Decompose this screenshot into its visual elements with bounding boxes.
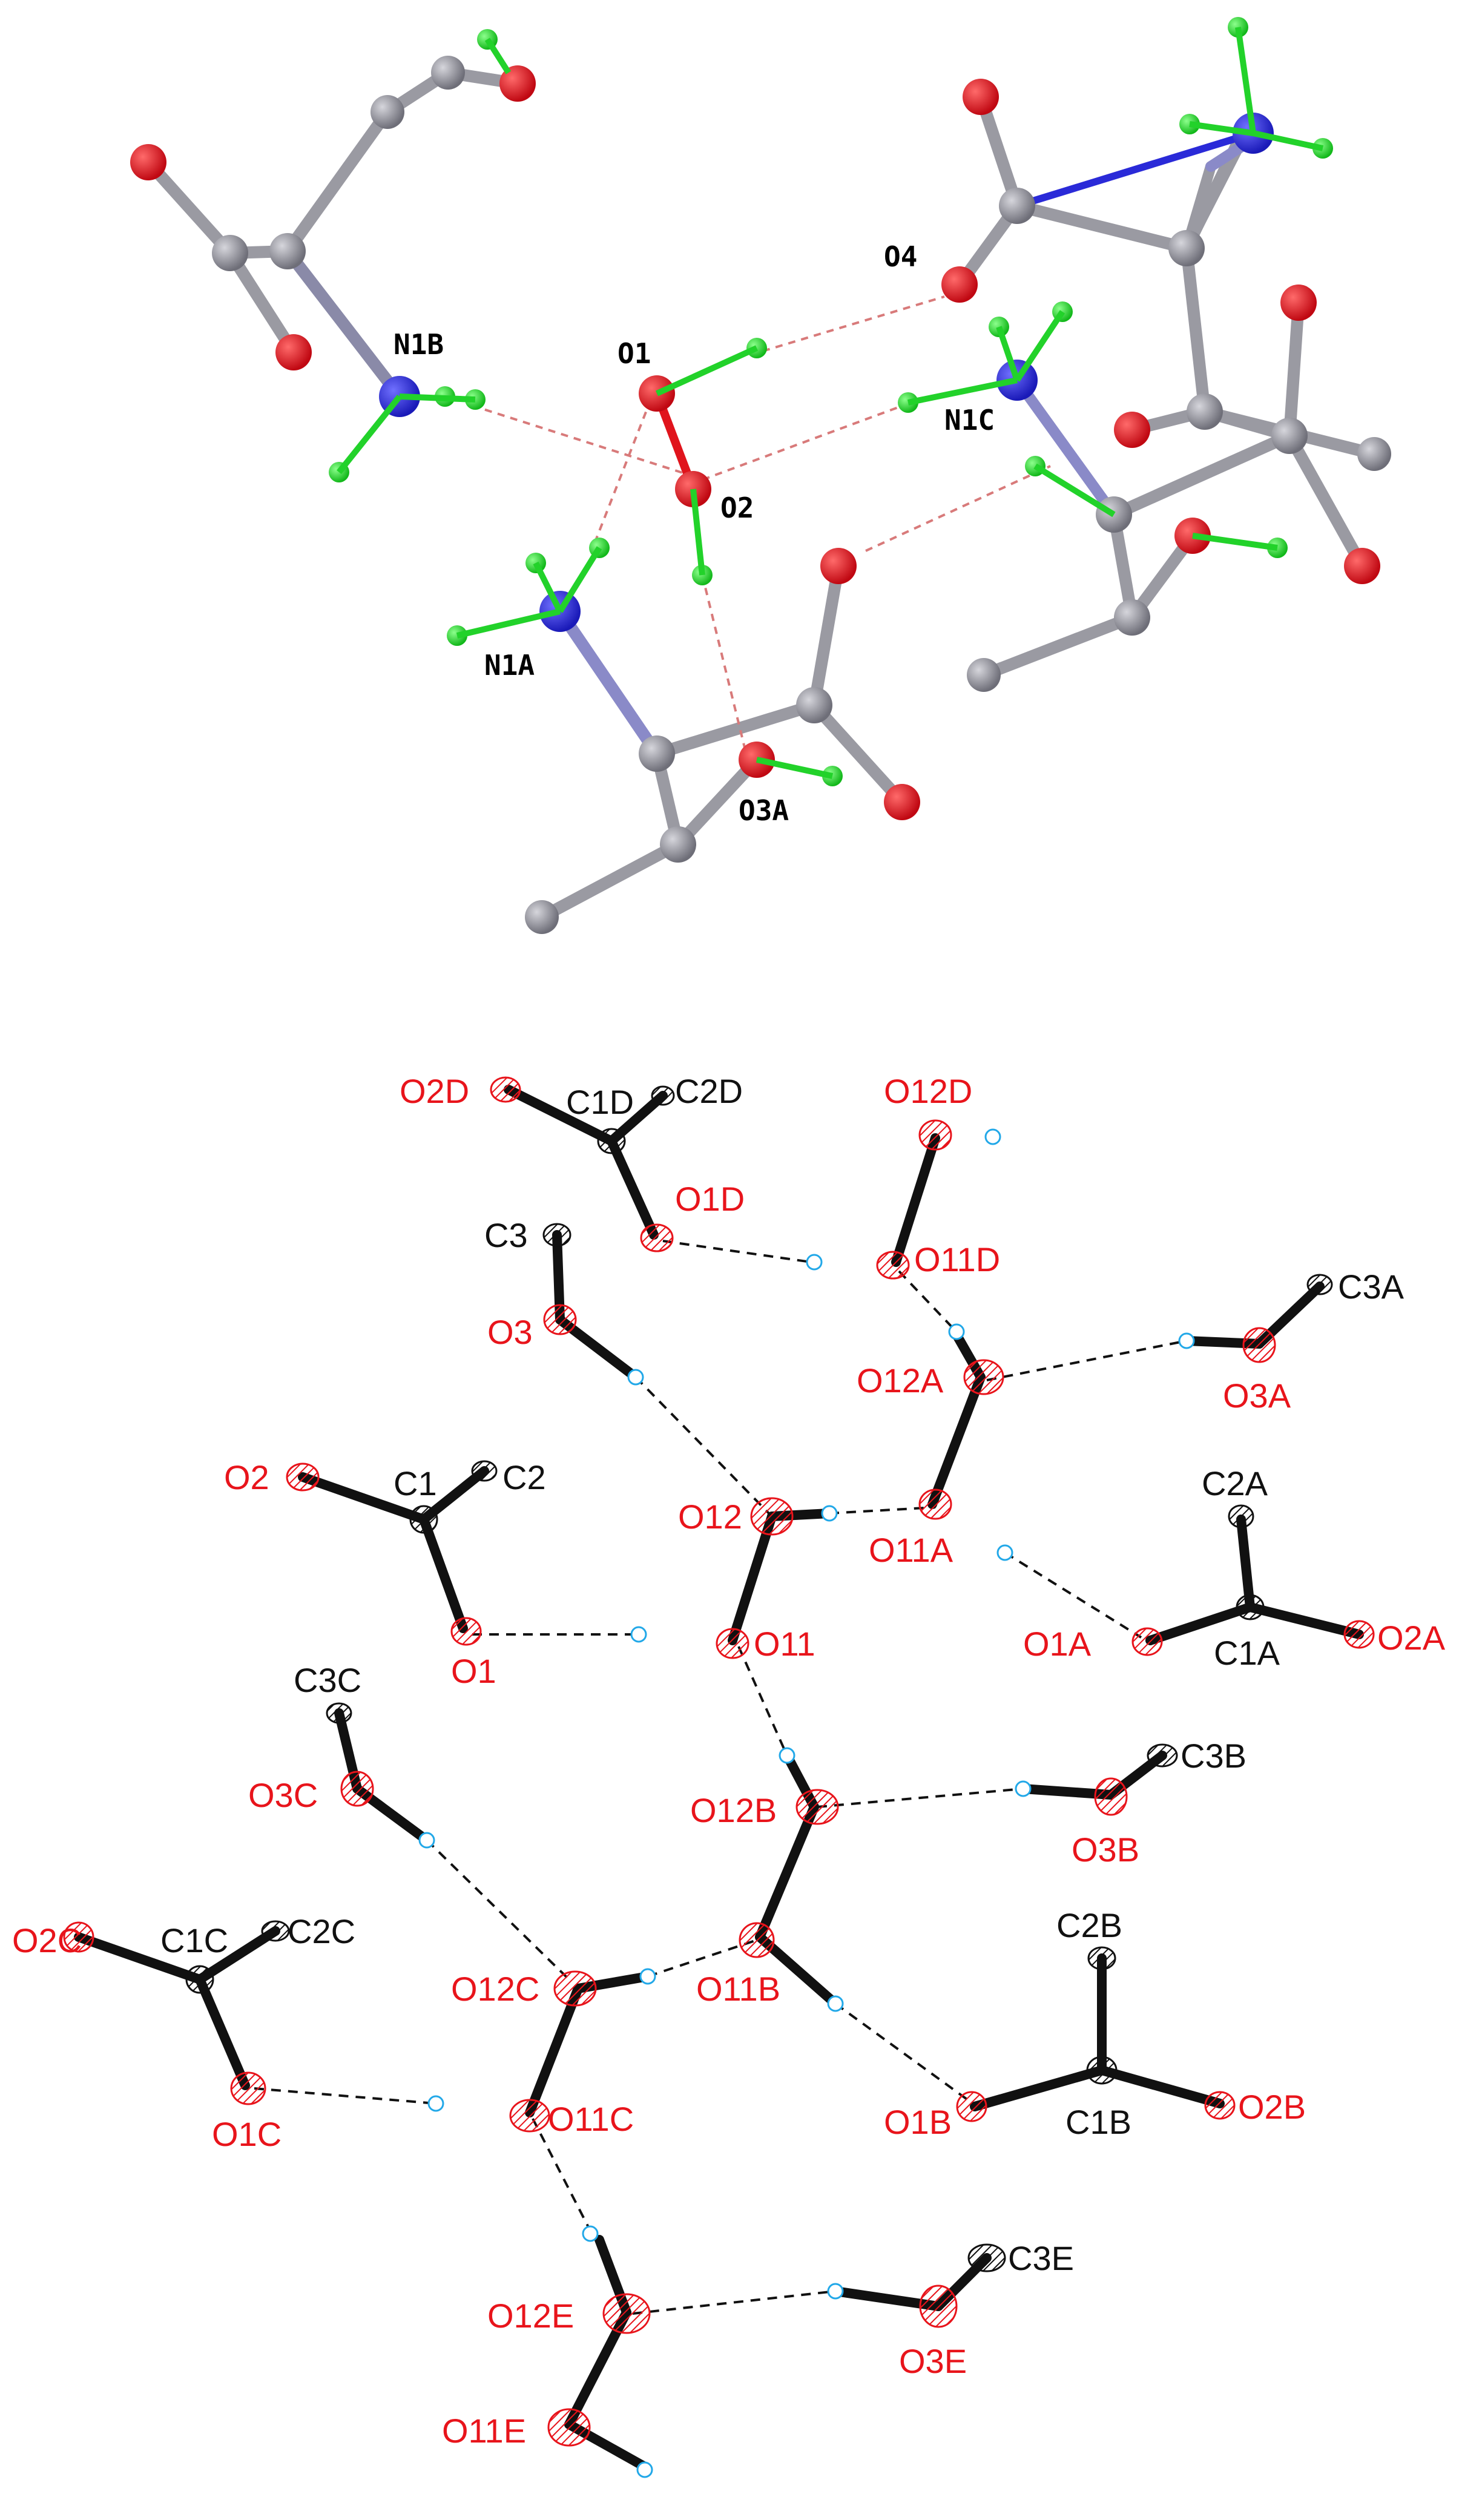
label-n1c: N1C: [944, 404, 995, 436]
label-o12c: O12C: [451, 1970, 539, 2008]
bottom-panel-ortep: O2D C1D C2D O12D O1D O11D C3 O3 O12A C3A…: [12, 1072, 1446, 2478]
label-o3b: O3B: [1072, 1831, 1139, 1869]
label-o2b: O2B: [1238, 2088, 1306, 2126]
label-o11: O11: [754, 1625, 815, 1663]
label-c1a: C1A: [1214, 1634, 1280, 1672]
label-o11c: O11C: [548, 2100, 634, 2138]
label-o1c: O1C: [212, 2115, 282, 2153]
label-o2: O2: [224, 1458, 269, 1496]
label-c2b: C2B: [1056, 1906, 1122, 1944]
label-o11b: O11B: [696, 1970, 780, 2008]
label-c1c: C1C: [160, 1921, 228, 1959]
label-o3: O3: [487, 1313, 533, 1351]
label-o12a: O12A: [857, 1361, 944, 1400]
label-o11d: O11D: [914, 1240, 1000, 1278]
label-n1a: N1A: [484, 649, 535, 682]
top-hydrogen-bonds: [472, 295, 1051, 748]
label-c2a: C2A: [1202, 1464, 1268, 1502]
label-o12b: O12B: [690, 1791, 777, 1829]
label-c3: C3: [484, 1216, 528, 1254]
label-c1b: C1B: [1065, 2103, 1131, 2141]
label-o2c: O2C: [12, 1921, 82, 1959]
bottom-ellipsoids: [63, 1076, 1375, 2478]
label-o2a: O2A: [1377, 1619, 1446, 1657]
label-o1b: O1B: [884, 2103, 952, 2141]
label-o3a: O3A: [739, 794, 789, 827]
label-o11e: O11E: [442, 2412, 526, 2450]
label-n1b: N1B: [394, 328, 444, 361]
label-o2: O2: [720, 492, 754, 524]
label-c2c: C2C: [288, 1912, 355, 1950]
label-c3b: C3B: [1181, 1737, 1247, 1775]
label-o1a: O1A: [1023, 1625, 1092, 1663]
top-panel-ball-and-stick: N1B O1 O4 N1C O2 N1A O3A: [130, 17, 1391, 934]
label-c3a: C3A: [1338, 1268, 1405, 1306]
label-o3e: O3E: [899, 2342, 967, 2380]
label-c1d: C1D: [566, 1083, 634, 1121]
bottom-hydrogen-bonds: [254, 1240, 1187, 2315]
label-o1: O1: [451, 1652, 496, 1690]
label-o1d: O1D: [675, 1180, 745, 1218]
label-c3e: C3E: [1008, 2239, 1074, 2277]
label-o1: O1: [618, 337, 651, 370]
label-o12d: O12D: [884, 1072, 972, 1110]
label-o3a: O3A: [1223, 1377, 1291, 1415]
label-c3c: C3C: [294, 1661, 361, 1699]
top-atoms: [130, 17, 1391, 934]
label-c2d: C2D: [675, 1072, 743, 1110]
label-o2d: O2D: [400, 1072, 469, 1110]
top-labels: N1B O1 O4 N1C O2 N1A O3A: [394, 240, 995, 827]
top-bonds: [142, 67, 1380, 923]
label-o3c: O3C: [248, 1776, 318, 1814]
label-o12e: O12E: [487, 2297, 574, 2335]
bottom-labels: O2D C1D C2D O12D O1D O11D C3 O3 O12A C3A…: [12, 1072, 1446, 2450]
label-o11a: O11A: [869, 1531, 953, 1569]
label-o4: O4: [884, 240, 917, 273]
label-c2: C2: [502, 1458, 546, 1496]
label-c1: C1: [394, 1464, 437, 1502]
label-o12: O12: [678, 1498, 742, 1536]
